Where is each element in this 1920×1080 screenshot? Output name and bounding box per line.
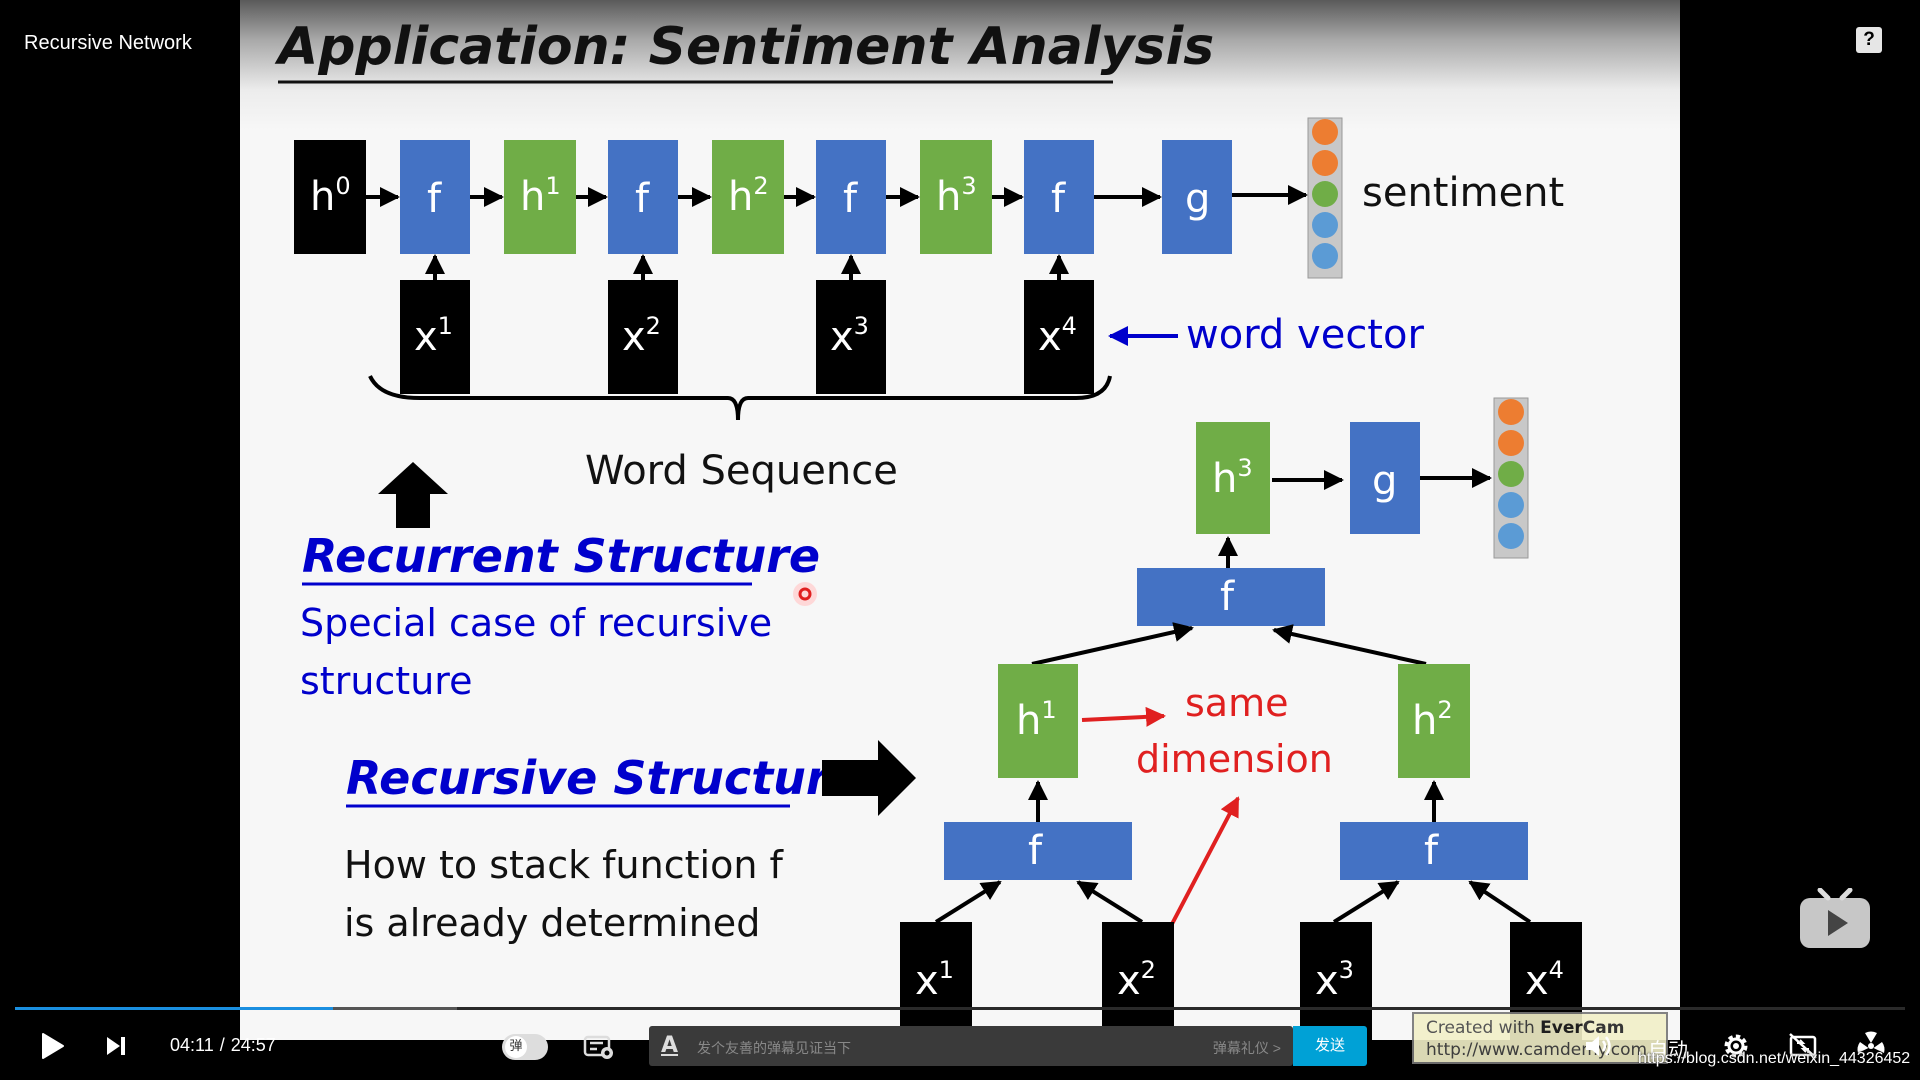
word-sequence-brace — [368, 375, 1112, 421]
progress-played — [15, 1007, 333, 1010]
word-sequence-label: Word Sequence — [585, 448, 898, 494]
same-label: same — [1185, 681, 1288, 725]
send-button[interactable]: 发送 — [1293, 1026, 1367, 1066]
tree-g-box — [1350, 422, 1420, 534]
f-box-4 — [1024, 140, 1094, 254]
svg-text:x3: x3 — [1315, 956, 1354, 1004]
svg-text:x4: x4 — [1038, 312, 1077, 360]
dimension-label: dimension — [1136, 737, 1333, 781]
svg-text:g: g — [1372, 458, 1397, 504]
gear-icon[interactable] — [1722, 1032, 1750, 1060]
tree-f-right — [1340, 822, 1528, 880]
danmaku-toggle[interactable]: 弹 — [502, 1034, 548, 1060]
current-time: 04:11 — [170, 1035, 214, 1055]
danmaku-etiquette-link[interactable]: 弹幕礼仪 > — [1212, 1040, 1281, 1056]
x2-box — [608, 280, 678, 394]
blog-url-watermark: https://blog.csdn.net/weixin_44326452 — [1638, 1050, 1911, 1067]
svg-text:g: g — [1185, 176, 1210, 222]
x4-box — [1024, 280, 1094, 394]
danmaku-input[interactable]: A 发个友善的弹幕见证当下 弹幕礼仪 > — [649, 1026, 1293, 1066]
recursive-desc-1: How to stack function f — [344, 843, 784, 887]
svg-text:h1: h1 — [520, 172, 561, 220]
recursive-title: Recursive Structure — [346, 751, 860, 805]
svg-text:x1: x1 — [915, 956, 954, 1004]
x3-box — [816, 280, 886, 394]
tree-f-top — [1137, 568, 1325, 626]
x1-box — [400, 280, 470, 394]
progress-bar[interactable] — [15, 1007, 1905, 1010]
svg-text:x4: x4 — [1525, 956, 1564, 1004]
recursive-tree: h3 g f h1 h2 — [900, 397, 1582, 1040]
tree-h1-box — [998, 664, 1078, 778]
evercam-watermark: Created with EverCam http://www.camdemy.… — [1412, 1012, 1668, 1064]
next-episode-icon[interactable] — [104, 1034, 128, 1058]
big-right-arrow-icon — [822, 740, 916, 816]
video-frame[interactable]: Application: Sentiment Analysis h0 f h1 … — [240, 0, 1680, 1040]
volume-icon[interactable] — [1584, 1033, 1614, 1059]
svg-text:x2: x2 — [622, 312, 661, 360]
svg-text:x1: x1 — [414, 312, 453, 360]
f-box-1 — [400, 140, 470, 254]
svg-text:f: f — [427, 176, 442, 222]
svg-text:h0: h0 — [310, 172, 351, 220]
play-icon[interactable] — [38, 1032, 66, 1060]
duration: 24:57 — [230, 1035, 276, 1055]
svg-text:x3: x3 — [830, 312, 869, 360]
recurrent-desc-1: Special case of recursive — [300, 601, 772, 645]
slide-title: Application: Sentiment Analysis — [274, 17, 1214, 77]
big-up-arrow-icon — [378, 462, 448, 528]
svg-text:f: f — [1220, 574, 1235, 620]
tree-h3-box — [1196, 422, 1270, 534]
svg-text:f: f — [635, 176, 650, 222]
h3-box — [920, 140, 992, 254]
svg-text:f: f — [843, 176, 858, 222]
danmaku-placeholder: 发个友善的弹幕见证当下 — [697, 1040, 851, 1056]
f-box-2 — [608, 140, 678, 254]
quality-selector[interactable]: 自动 — [1648, 1040, 1688, 1062]
recurrent-title: Recurrent Structure — [302, 529, 820, 583]
recurrent-desc-2: structure — [300, 659, 472, 703]
word-vector-label: word vector — [1186, 312, 1424, 358]
tree-x1-box — [900, 922, 972, 1040]
pointer-dot — [793, 582, 817, 606]
svg-text:x2: x2 — [1117, 956, 1156, 1004]
svg-text:f: f — [1051, 176, 1066, 222]
video-title: Recursive Network — [24, 32, 192, 54]
tree-x2-box — [1102, 922, 1174, 1040]
danmaku-settings-icon[interactable] — [583, 1034, 615, 1060]
recursive-desc-2: is already determined — [344, 901, 760, 945]
svg-text:h2: h2 — [1412, 696, 1453, 744]
h2-box — [712, 140, 784, 254]
tree-h2-box — [1398, 664, 1470, 778]
rnn-chain: h0 f h1 f h2 f h3 f g — [294, 117, 1564, 394]
svg-text:h3: h3 — [936, 172, 977, 220]
sentiment-label: sentiment — [1362, 170, 1564, 216]
tree-x3-box — [1300, 922, 1372, 1040]
danmaku-toggle-knob: 弹 — [505, 1036, 527, 1058]
bilibili-tv-logo-icon — [1800, 888, 1870, 948]
svg-text:f: f — [1424, 828, 1439, 874]
control-bar: 04:11/24:57 弹 A 发个友善的弹幕见证当下 弹幕礼仪 > 发送 自动 — [0, 1012, 1920, 1080]
tree-f-left — [944, 822, 1132, 880]
svg-text:h3: h3 — [1212, 454, 1253, 502]
svg-text:h1: h1 — [1016, 696, 1057, 744]
svg-text:h2: h2 — [728, 172, 769, 220]
h1-box — [504, 140, 576, 254]
danmaku-style-icon[interactable]: A — [661, 1033, 679, 1058]
help-icon[interactable]: ? — [1856, 27, 1882, 53]
h0-box — [294, 140, 366, 254]
fullscreen-icon[interactable] — [1856, 1031, 1886, 1061]
time-separator: / — [219, 1035, 225, 1055]
same-dimension-arrow — [1081, 706, 1166, 727]
f-box-3 — [816, 140, 886, 254]
svg-text:f: f — [1028, 828, 1043, 874]
slide-diagram: Application: Sentiment Analysis h0 f h1 … — [274, 17, 1582, 1040]
g-box — [1162, 140, 1232, 254]
picture-in-picture-off-icon[interactable] — [1788, 1032, 1818, 1060]
time-display: 04:11/24:57 — [170, 1035, 276, 1056]
